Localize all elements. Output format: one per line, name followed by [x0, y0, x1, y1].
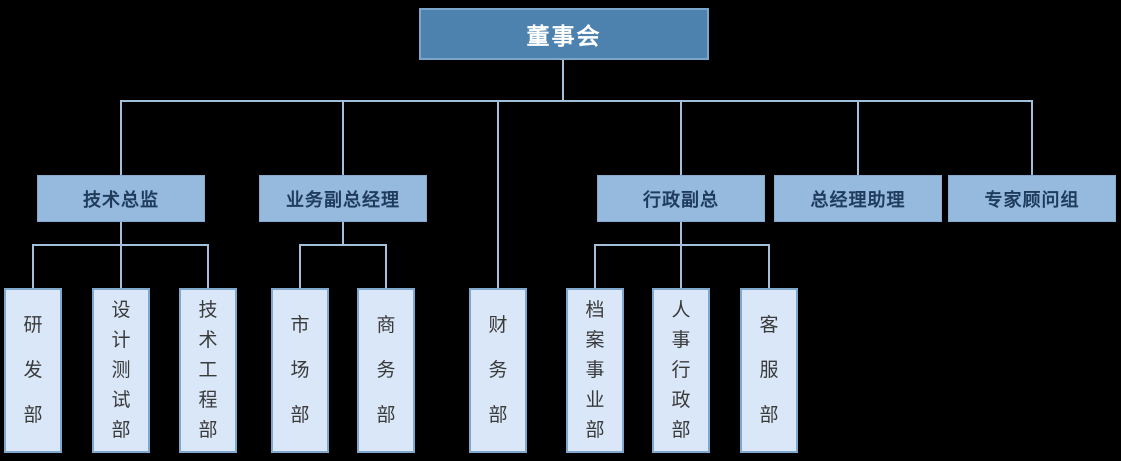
org-node-finance-dept-label: 财务部	[488, 314, 508, 426]
org-node-finance-dept[interactable]: 财务部	[469, 288, 527, 453]
connector-business-bus	[299, 244, 387, 246]
connector-drop-tech	[120, 100, 122, 175]
org-node-hr-admin-dept[interactable]: 人事行政部	[652, 288, 710, 453]
org-node-tech-engineering-dept-label: 技术工程部	[198, 299, 218, 441]
connector-root-stem	[562, 60, 564, 101]
connector-drop-business	[342, 100, 344, 175]
org-node-gm-assistant-label: 总经理助理	[810, 189, 906, 211]
org-node-archives-dept[interactable]: 档案事业部	[566, 288, 624, 453]
connector-main-bus	[120, 100, 1033, 102]
org-node-board-label: 董事会	[526, 24, 602, 50]
connector-drop-finance	[497, 100, 499, 288]
org-node-customer-service-dept[interactable]: 客服部	[740, 288, 798, 453]
org-node-marketing-dept-label: 市场部	[290, 314, 310, 426]
connector-tech-stem	[120, 222, 122, 246]
connector-admin-bus	[594, 244, 770, 246]
connector-drop-expert	[1031, 100, 1033, 175]
org-node-tech-director-label: 技术总监	[83, 189, 159, 211]
org-node-hr-admin-dept-label: 人事行政部	[671, 299, 691, 441]
connector-drop-admin	[680, 100, 682, 175]
org-node-gm-assistant[interactable]: 总经理助理	[774, 175, 942, 222]
org-node-board[interactable]: 董事会	[419, 8, 709, 60]
connector-business-drop-1	[299, 244, 301, 288]
org-node-design-test-dept[interactable]: 设计测试部	[92, 288, 150, 453]
connector-drop-assistant	[857, 100, 859, 175]
org-node-tech-engineering-dept[interactable]: 技术工程部	[179, 288, 237, 453]
org-node-business-deputy-gm[interactable]: 业务副总经理	[259, 175, 427, 222]
org-node-tech-director[interactable]: 技术总监	[37, 175, 205, 222]
connector-tech-drop-3	[207, 244, 209, 288]
org-node-business-deputy-gm-label: 业务副总经理	[286, 189, 400, 211]
connector-admin-drop-1	[594, 244, 596, 288]
connector-business-drop-2	[385, 244, 387, 288]
org-node-commerce-dept-label: 商务部	[376, 314, 396, 426]
org-node-admin-deputy-label: 行政副总	[643, 189, 719, 211]
org-node-admin-deputy[interactable]: 行政副总	[597, 175, 765, 222]
org-node-rnd-dept-label: 研发部	[23, 314, 43, 426]
org-node-expert-advisors-label: 专家顾问组	[984, 189, 1080, 211]
org-node-commerce-dept[interactable]: 商务部	[357, 288, 415, 453]
org-node-marketing-dept[interactable]: 市场部	[271, 288, 329, 453]
org-node-expert-advisors[interactable]: 专家顾问组	[948, 175, 1116, 222]
connector-admin-stem	[680, 222, 682, 246]
connector-admin-drop-2	[680, 244, 682, 288]
org-node-archives-dept-label: 档案事业部	[585, 299, 605, 441]
connector-business-stem	[342, 222, 344, 246]
connector-admin-drop-3	[768, 244, 770, 288]
org-node-customer-service-dept-label: 客服部	[759, 314, 779, 426]
connector-tech-drop-1	[32, 244, 34, 288]
org-node-rnd-dept[interactable]: 研发部	[4, 288, 62, 453]
org-node-design-test-dept-label: 设计测试部	[111, 299, 131, 441]
connector-tech-drop-2	[120, 244, 122, 288]
